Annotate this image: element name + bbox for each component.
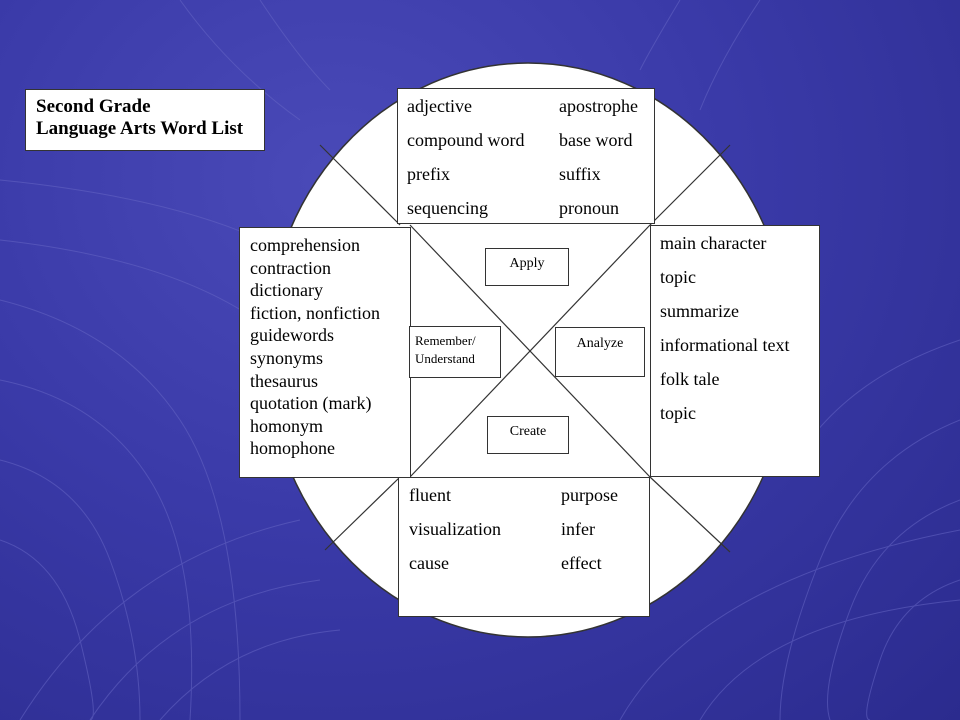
apply-label: Apply — [509, 256, 545, 271]
word-item: pronoun — [559, 198, 619, 218]
word-item: fiction, nonfiction — [250, 302, 380, 323]
bottom-word-box: fluent purpose visualization infer cause ef… — [398, 477, 650, 617]
word-item: effect — [561, 553, 602, 573]
divider-line-top-right — [649, 144, 731, 226]
word-item: compound word — [407, 130, 525, 150]
word-item: topic — [660, 403, 696, 423]
left-word-box: comprehension contraction dictionary fic… — [239, 227, 411, 478]
word-row: visualization infer — [409, 512, 649, 546]
word-item: prefix — [407, 164, 450, 184]
center-diagonal-2 — [409, 224, 651, 478]
create-label: Create — [509, 424, 547, 439]
word-item: summarize — [660, 301, 739, 321]
divider-line-bottom-left — [324, 476, 401, 551]
divider-line-bottom-right — [649, 476, 731, 553]
word-item: base word — [559, 130, 633, 150]
word-item: main character — [660, 233, 767, 253]
right-word-box: main character topic summarize informati… — [650, 225, 820, 477]
word-item: quotation (mark) — [250, 393, 372, 414]
understand-label: Understand — [415, 351, 475, 366]
top-word-box: adjective apostrophe compound word base wo… — [397, 88, 655, 224]
title-line-1: Second Grade — [36, 96, 151, 117]
word-item: visualization — [409, 519, 501, 539]
word-item: synonyms — [250, 347, 324, 368]
word-row: sequencing pronoun — [407, 191, 654, 225]
word-item: thesaurus — [250, 370, 318, 391]
analyze-label: Analyze — [576, 336, 624, 351]
word-item: homonym — [250, 415, 324, 436]
word-row: prefix suffix — [407, 157, 654, 191]
word-item: homophone — [250, 438, 335, 459]
word-item: adjective — [407, 96, 472, 116]
word-item: apostrophe — [559, 96, 638, 116]
word-item: fluent — [409, 485, 451, 505]
analyze-label-box: Analyze — [555, 327, 645, 377]
remember-understand-label-box: Remember/ Understand — [409, 326, 501, 378]
word-item: dictionary — [250, 280, 323, 301]
remember-label: Remember/ — [415, 333, 476, 348]
word-row: adjective apostrophe — [407, 89, 654, 123]
word-row: fluent purpose — [409, 478, 649, 512]
word-item: comprehension — [250, 235, 360, 255]
title-box: Second Grade Language Arts Word List — [25, 89, 265, 151]
word-item: purpose — [561, 485, 618, 505]
apply-label-box: Apply — [485, 248, 569, 286]
word-row: compound word base word — [407, 123, 654, 157]
divider-line-top-left — [319, 144, 401, 226]
word-item: contraction — [250, 257, 331, 278]
word-item: topic — [660, 267, 696, 287]
title-line-2: Language Arts Word List — [36, 118, 244, 139]
word-item: cause — [409, 553, 449, 573]
word-item: sequencing — [407, 198, 488, 218]
word-item: informational text — [660, 335, 790, 355]
word-item: suffix — [559, 164, 601, 184]
word-item: guidewords — [250, 325, 334, 346]
word-item: infer — [561, 519, 595, 539]
word-item: folk tale — [660, 369, 720, 389]
word-row: cause effect — [409, 546, 649, 580]
create-label-box: Create — [487, 416, 569, 454]
